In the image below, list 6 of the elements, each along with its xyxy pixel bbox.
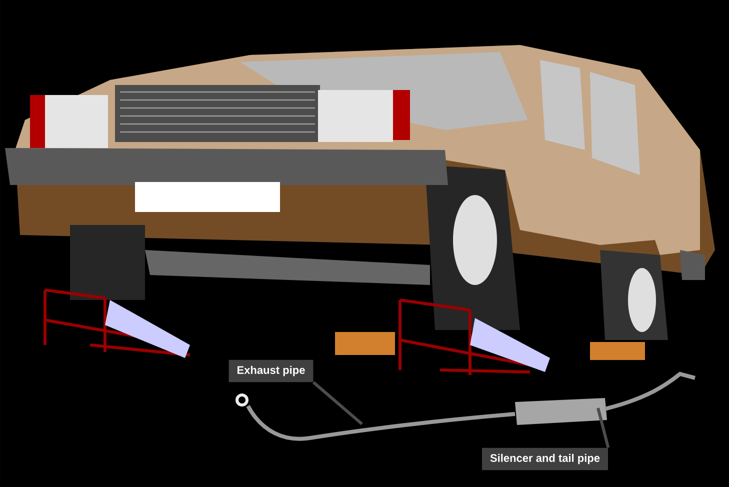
exhaust-pipe-drawing [236, 394, 516, 441]
leader-line [596, 408, 610, 448]
label-box: Silencer and tail pipe [482, 448, 608, 470]
leader-line [312, 381, 363, 426]
silencer-drawing [515, 372, 696, 425]
label-box: Exhaust pipe [228, 360, 314, 382]
